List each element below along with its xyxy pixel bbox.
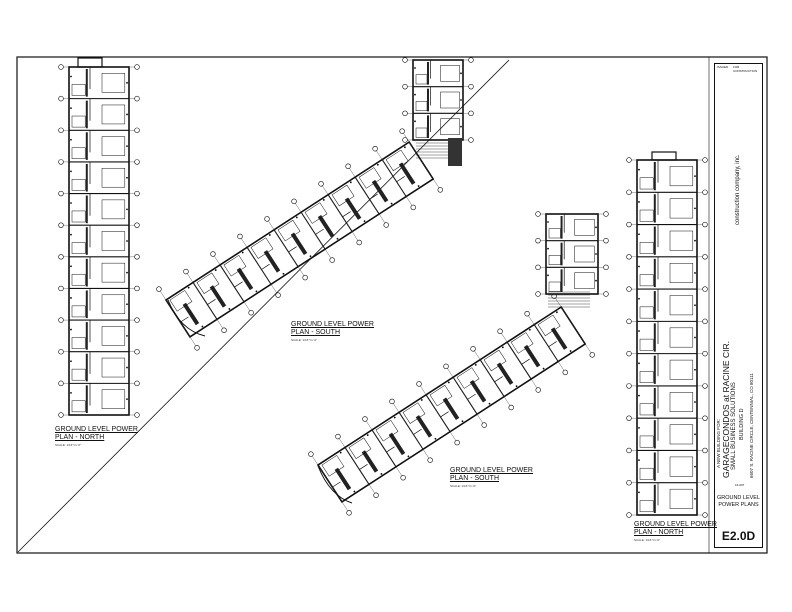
- sheet-number: E2.0D: [721, 529, 756, 543]
- company-name: construction company, inc.: [735, 154, 741, 225]
- plan-north-right: [626, 151, 708, 518]
- plan-title-south-bottom-1: GROUND LEVEL POWER: [450, 467, 533, 474]
- plan-title-north-left-2: PLAN - NORTH: [55, 434, 105, 441]
- title-block: [714, 63, 763, 548]
- sheet-border: [16, 56, 768, 554]
- project-address: 6607 S. RACINE CIRCLE, CENTENNIAL, CO 80…: [749, 373, 754, 478]
- plan-title-north-left-1: GROUND LEVEL POWER: [55, 426, 138, 433]
- project-number: 16-007: [735, 483, 745, 487]
- plan-title-north-right-1: GROUND LEVEL POWER: [634, 521, 717, 528]
- plan-scale-north-left: SCALE: 1/16"=1'-0": [55, 443, 82, 447]
- issue-value: FOR CONSTRUCTION: [733, 65, 758, 73]
- plan-north-left: [58, 57, 140, 418]
- plan-title-north-right-2: PLAN - NORTH: [634, 529, 684, 536]
- plan-title-south-top-2: PLAN - SOUTH: [291, 329, 341, 336]
- client-name: SMALL BUSINESS SOLUTIONS: [731, 382, 737, 470]
- issue-label: ISSUED: [717, 65, 729, 69]
- sheet-name: GROUND LEVEL POWER PLANS: [716, 495, 761, 508]
- plan-title-south-top-1: GROUND LEVEL POWER: [291, 321, 374, 328]
- plan-scale-south-top: SCALE: 1/16"=1'-0": [291, 338, 318, 342]
- match-line: [17, 59, 510, 553]
- plan-scale-north-right: SCALE: 1/16"=1'-0": [634, 538, 661, 542]
- plan-scale-south-bottom: SCALE: 1/16"=1'-0": [450, 484, 477, 488]
- building-name: BUILDING D: [739, 408, 745, 440]
- plan-south-bottom: [308, 211, 609, 516]
- plan-title-south-bottom-2: PLAN - SOUTH: [450, 475, 500, 482]
- project-name: GARAGECONDOS at RACINE CIR.: [721, 341, 731, 478]
- plan-south-top: [156, 57, 474, 351]
